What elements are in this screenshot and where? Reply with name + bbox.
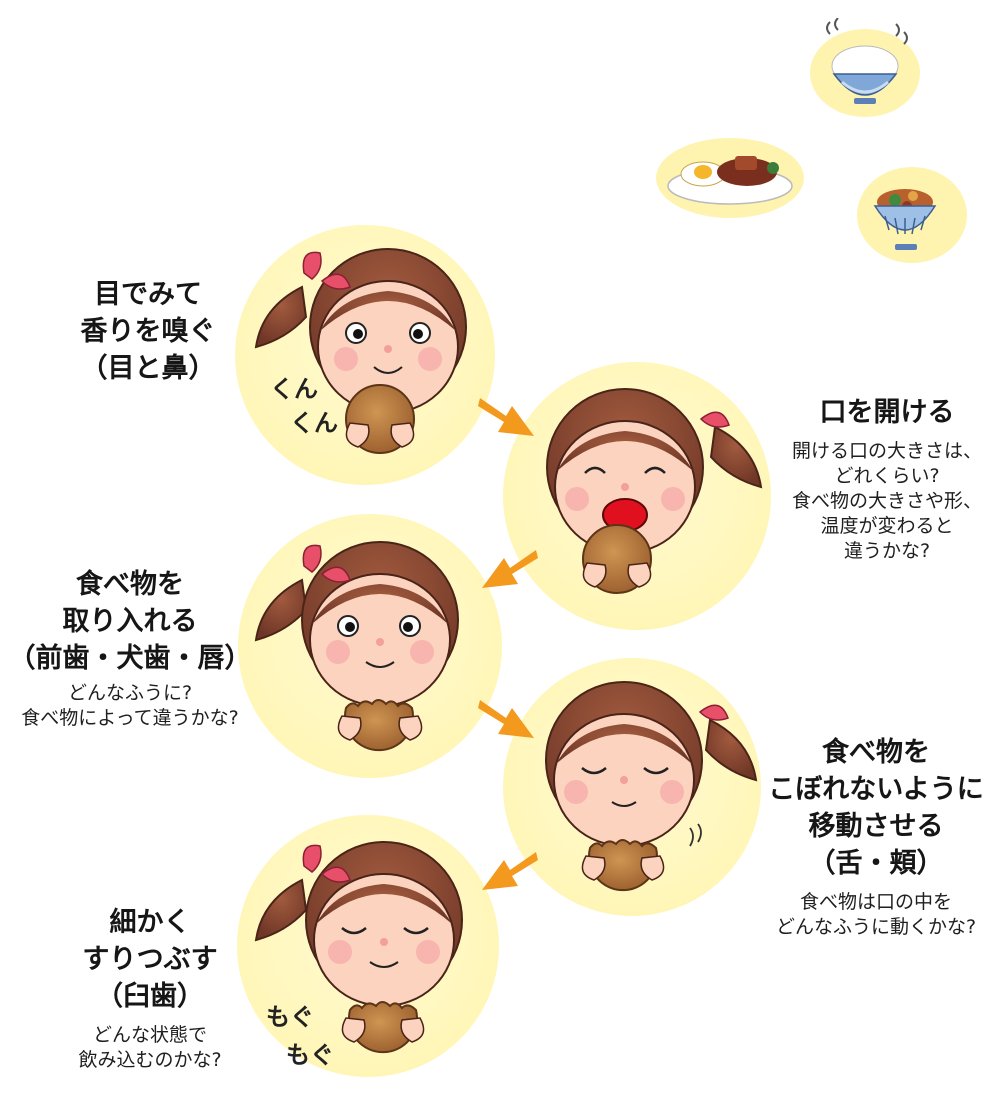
- step2-note-line: 温度が変わると: [820, 515, 954, 537]
- step3-note-line: 食べ物によって違うかな?: [21, 707, 239, 729]
- step4-note-line: どんなふうに動くかな?: [775, 916, 977, 938]
- step2-note-line: どれくらい?: [834, 465, 940, 487]
- step4-note-line: 食べ物は口の中を: [799, 891, 952, 913]
- step2-title-line: 口を開ける: [819, 397, 955, 428]
- step2-label: 口を開ける 開ける口の大きさは、 どれくらい? 食べ物の大きさや形、 温度が変わ…: [776, 394, 998, 564]
- girl-biting-illustration: [250, 528, 490, 768]
- step1-label: 目でみて 香りを嗅ぐ （目と鼻）: [58, 276, 238, 387]
- step5-note-line: どんな状態で: [92, 1024, 207, 1046]
- curry-plate-icon: [655, 128, 805, 220]
- girl-chewing-closed-eyes-illustration: [520, 668, 760, 908]
- step3-title-line: 食べ物を: [76, 569, 184, 600]
- girl-sniffing-illustration: [250, 235, 490, 475]
- step1-title-line: 目でみて: [94, 279, 202, 310]
- step4-title-line: こぼれないように: [768, 774, 984, 805]
- step2-note-line: 違うかな?: [843, 540, 931, 562]
- girl-grinding-illustration: [250, 828, 490, 1068]
- girl-mouth-open-illustration: [525, 375, 765, 615]
- step4-title-line: 移動させる: [808, 811, 944, 842]
- step5-label: 細かく すりつぶす （臼歯） どんな状態で 飲み込むのかな?: [50, 904, 250, 1073]
- step3-note-line: どんなふうに?: [67, 682, 193, 704]
- step4-label: 食べ物を こぼれないように 移動させる （舌・頬） 食べ物は口の中を どんなふう…: [756, 734, 996, 940]
- sniff-sound-text-1: くん: [270, 375, 318, 403]
- sniff-sound-text-2: くん: [290, 409, 338, 437]
- step5-title-line: 細かく: [109, 907, 191, 938]
- step5-title-line: （臼歯）: [96, 981, 204, 1012]
- step1-title-line: 香りを嗅ぐ: [80, 316, 216, 347]
- stew-bowl-icon: [855, 160, 970, 265]
- step1-title-line: （目と鼻）: [80, 353, 216, 384]
- step4-title-line: 食べ物を: [822, 737, 930, 768]
- step4-title-line: （舌・頬）: [808, 848, 944, 879]
- rice-bowl-icon: [808, 17, 922, 118]
- arrow-down-right-icon: [476, 388, 540, 444]
- chew-sound-text-2: もぐ: [286, 1041, 334, 1069]
- arrow-down-left-icon: [476, 842, 540, 898]
- step3-label: 食べ物を 取り入れる （前歯・犬歯・唇） どんなふうに? 食べ物によって違うかな…: [2, 566, 258, 731]
- step3-title-line: （前歯・犬歯・唇）: [8, 643, 252, 674]
- step3-title-line: 取り入れる: [62, 606, 198, 637]
- step2-note-line: 開ける口の大きさは、: [791, 440, 982, 462]
- step5-title-line: すりつぶす: [82, 944, 218, 975]
- arrow-down-left-icon: [476, 540, 540, 596]
- arrow-down-right-icon: [476, 690, 540, 746]
- step2-note-line: 食べ物の大きさや形、: [791, 490, 982, 512]
- step5-note-line: 飲み込むのかな?: [78, 1049, 222, 1071]
- chew-sound-text-1: もぐ: [266, 1003, 314, 1031]
